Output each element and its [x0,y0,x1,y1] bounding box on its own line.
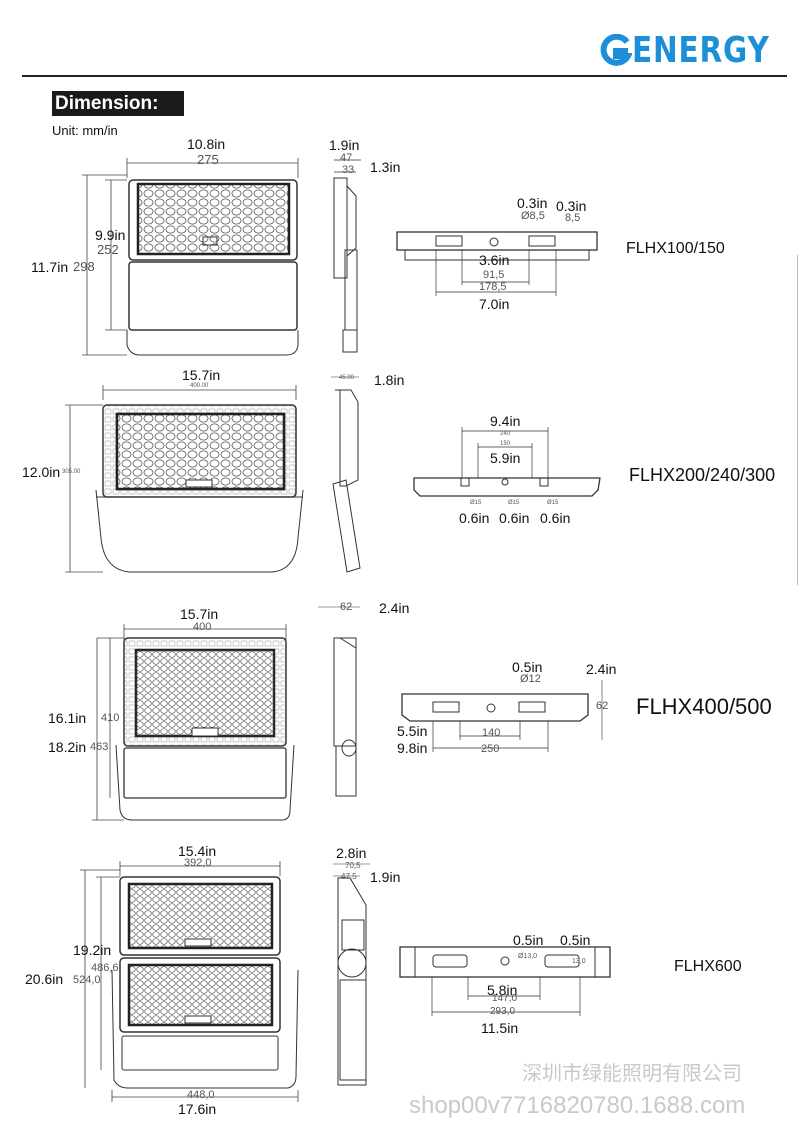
m4-height-in: 20.6in [25,971,64,987]
m4-width-mm: 392,0 [184,857,212,869]
m2-width-in: 15.7in [182,367,221,383]
model2-front-view [95,404,304,573]
m3-lens-mm: 410 [101,712,120,724]
m4-height-mm: 524,0 [73,974,101,986]
m2-height-mm: 305.00 [62,469,81,475]
model4-bottom-view [399,946,611,1016]
model3-front-view [115,637,295,821]
m4-depth-in: 2.8in [336,845,367,861]
m4-hole-in-a: 0.5in [513,932,544,948]
m1-outer-in: 7.0in [479,296,510,312]
m1-height-in: 11.7in [31,259,69,275]
m4-hole-mm-b: 13,0 [572,958,586,965]
m3-lens-in: 16.1in [48,710,87,726]
m4-inner-in: 5.8in [487,982,518,998]
page-title: Dimension: [52,91,184,116]
m4-hole-in-b: 0.5in [560,932,591,948]
m3-inner-in: 5.5in [397,723,428,739]
m4-base-mm: 448,0 [187,1089,215,1101]
logo-g-icon [600,33,632,66]
m3-outer-mm: 250 [481,743,500,755]
m4-width-in: 15.4in [178,843,217,859]
model2-bottom-view [413,427,601,497]
m1-depth-in: 1.9in [329,137,360,153]
m2-depth-mm: 45.00 [339,375,355,381]
m1-outer-mm: 178,5 [479,281,507,293]
brand-logo: ENERGY [600,30,800,71]
m3-height-mm: 463 [90,741,109,753]
m2-depth-in: 1.8in [374,372,405,388]
m1-depth2-in: 1.3in [370,159,401,175]
watermark-company: 深圳市绿能照明有限公司 [522,1063,742,1085]
m4-depth2-in: 1.9in [370,869,401,885]
m1-depth2-mm: 33 [342,164,355,176]
m1-lens-mm: 252 [97,242,119,257]
unit-label: Unit: mm/in [52,123,118,138]
m2-hole-mm-c: Ø15 [547,500,559,506]
logo-text: ENERGY [632,30,770,71]
m2-outer-mm: 240 [500,431,511,437]
m1-depth-mm: 47 [340,152,353,164]
m4-lens-in: 19.2in [73,942,112,958]
m3-bottom-height-mm: 62 [596,700,609,712]
m3-inner-mm: 140 [482,727,501,739]
m2-hole-in-b: 0.6in [499,510,530,526]
m1-inner-in: 3.6in [479,252,510,268]
m4-outer-mm: 293,0 [490,1006,516,1017]
header-divider [22,75,787,77]
model3-bottom-view [401,680,603,752]
model2-side-view [331,376,361,573]
m4-base-in: 17.6in [178,1101,217,1117]
m2-hole-in-a: 0.6in [459,510,490,526]
model1-bottom-view [396,231,598,296]
m1-hole-mm-b: 8,5 [565,212,581,224]
m1-width-in: 10.8in [187,136,226,152]
model1-front-view [126,179,299,356]
m2-height-in: 12.0in [22,464,61,480]
model4-front-view [111,876,299,1089]
m3-height-in: 18.2in [48,739,87,755]
model4-side-view [333,863,370,1086]
m3-hole-mm: Ø12 [520,673,541,685]
m1-lens-in: 9.9in [95,227,126,243]
m3-width-in: 15.7in [180,606,219,622]
model-label-flhx600: FLHX600 [674,958,742,975]
m4-depth2-mm: 47,5 [341,872,357,881]
m4-outer-in: 11.5in [481,1020,519,1036]
m1-hole-mm-a: Ø8,5 [521,210,545,222]
m2-hole-mm-b: Ø15 [508,500,520,506]
m2-hole-in-c: 0.6in [540,510,571,526]
m4-inner-mm: 147,0 [492,993,518,1004]
m3-width-mm: 400 [193,621,212,633]
m1-hole-in-b: 0.3in [556,198,587,214]
m1-width-mm: 275 [197,152,219,167]
m3-bottom-height-in: 2.4in [586,661,617,677]
m1-hole-in-a: 0.3in [517,195,548,211]
m2-hole-mm-a: Ø15 [470,500,482,506]
model3-side-view [318,606,360,797]
model-label-flhx400-500: FLHX400/500 [636,694,772,719]
m1-inner-mm: 91,5 [483,269,505,281]
model-label-flhx200-240-300: FLHX200/240/300 [629,465,776,485]
m4-lens-mm: 486,6 [91,962,119,974]
m3-depth-in: 2.4in [379,600,410,616]
m3-outer-in: 9.8in [397,740,428,756]
page-edge-line [797,255,798,585]
m2-inner-in: 5.9in [490,450,521,466]
m3-hole-in: 0.5in [512,659,543,675]
model-label-flhx100-150: FLHX100/150 [626,240,725,257]
watermark-url: shop00v7716820780.1688.com [409,1092,746,1119]
m3-depth-mm: 62 [340,601,353,613]
m2-width-mm: 400.00 [190,383,209,389]
m4-depth-mm: 70,5 [345,861,361,870]
m4-hole-mm-a: Ø13,0 [518,953,538,960]
m2-inner-mm: 150 [500,441,511,447]
m1-height-mm: 298 [73,259,95,274]
model1-side-view [333,159,361,353]
m2-outer-in: 9.4in [490,413,521,429]
